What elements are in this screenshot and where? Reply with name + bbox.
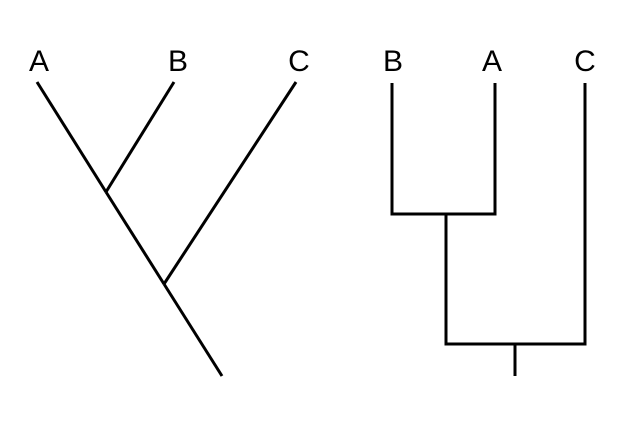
tip-label-a: A <box>29 45 49 78</box>
branch-to-b <box>104 81 176 193</box>
tip-label-b: B <box>168 45 188 78</box>
diagonal-cladogram: A B C <box>29 45 310 377</box>
tip-label-c: C <box>574 45 596 78</box>
tip-label-b: B <box>383 45 403 78</box>
branch-to-a <box>35 81 108 193</box>
tip-label-a: A <box>482 45 502 78</box>
rectangular-cladogram: B A C <box>383 45 596 376</box>
branch-to-c <box>162 81 298 285</box>
branch-internal-ab <box>104 191 166 285</box>
tip-label-c: C <box>288 45 310 78</box>
branch-root <box>162 283 224 377</box>
